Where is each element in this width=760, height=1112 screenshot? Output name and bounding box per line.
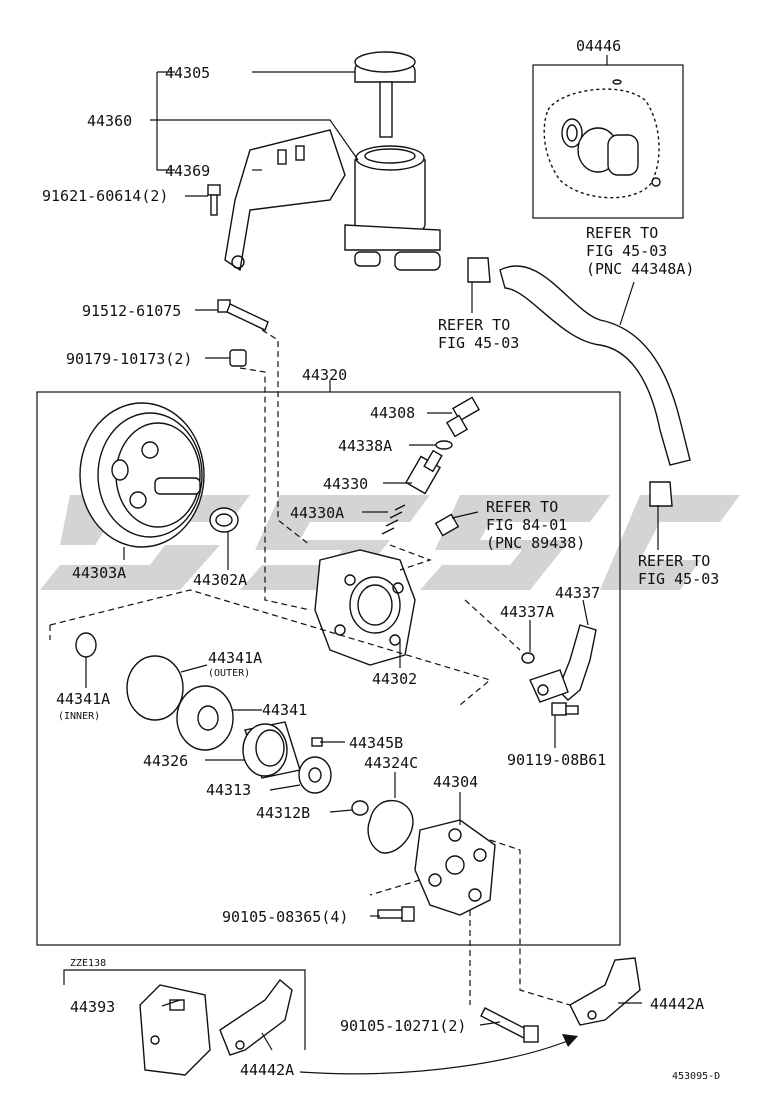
label-44303A: 44303A [72, 564, 126, 582]
label-44360: 44360 [87, 112, 132, 130]
seal-44302A [209, 507, 239, 533]
o-ring-44341A-inner [75, 632, 97, 658]
bracket-44442A-right [569, 957, 641, 1026]
label-44345B: 44345B [349, 734, 403, 752]
reservoir-cap-44305 [354, 51, 416, 138]
label-90119: 90119-08B61 [507, 751, 606, 769]
label-90179: 90179-10173(2) [66, 350, 192, 368]
o-ring-44338A [435, 440, 453, 450]
label-44302: 44302 [372, 670, 417, 688]
label-90105-08365: 90105-08365(4) [222, 908, 348, 926]
label-zze138: ZZE138 [70, 958, 106, 969]
o-ring-44337A [521, 652, 535, 664]
bracket-44393 [139, 984, 211, 1076]
label-44337A: 44337A [500, 603, 554, 621]
o-ring-44312B [351, 800, 369, 816]
label-44313: 44313 [206, 781, 251, 799]
rotor-44313 [298, 756, 332, 794]
label-44341A-inner: 44341A [56, 690, 110, 708]
label-91621: 91621-60614(2) [42, 187, 168, 205]
label-04446: 04446 [576, 37, 621, 55]
label-91512: 91512-61075 [82, 302, 181, 320]
label-90105-10271: 90105-10271(2) [340, 1017, 466, 1035]
label-44442A-left: 44442A [240, 1061, 294, 1079]
note-inner: (INNER) [58, 711, 100, 722]
label-44369: 44369 [165, 162, 210, 180]
bolt-90105-08365 [377, 906, 415, 922]
figure-id: 453095-D [672, 1071, 720, 1082]
connector-44308 [445, 396, 480, 438]
label-44308: 44308 [370, 404, 415, 422]
outlet-union-44337 [529, 624, 597, 703]
hose-clamp-upper [467, 257, 491, 283]
label-44326: 44326 [143, 752, 188, 770]
reservoir-44360 [344, 145, 441, 271]
spring-44330A [381, 504, 406, 535]
gasket-kit-04446 [543, 79, 661, 199]
bolt-91621 [207, 184, 221, 216]
refer-note-4-line-1: REFER TO [638, 552, 710, 570]
label-44337: 44337 [555, 584, 600, 602]
label-44330A: 44330A [290, 504, 344, 522]
refer-note-3-line-1: REFER TO [486, 498, 558, 516]
bolt-90119 [551, 702, 579, 716]
valve-44330 [405, 449, 443, 495]
bolt-90105-10271 [480, 1007, 539, 1043]
part-labels: 44305 44360 44369 91621-60614(2) 04446 9… [42, 37, 720, 1082]
bracket-44369 [224, 129, 346, 272]
gasket-44324C [367, 799, 414, 854]
pulley-44303A [79, 402, 205, 548]
refer-note-2-line-1: REFER TO [438, 316, 510, 334]
refer-note-1-line-3: (PNC 44348A) [586, 260, 694, 278]
label-44341: 44341 [262, 701, 307, 719]
label-44393: 44393 [70, 998, 115, 1016]
rear-housing-44304 [414, 819, 496, 916]
alignment-dashes [49, 329, 571, 1006]
assembly-frame-44320 [36, 391, 621, 946]
label-44341A-outer: 44341A [208, 649, 262, 667]
gasket-kit-frame-04446 [532, 64, 684, 219]
label-44324C: 44324C [364, 754, 418, 772]
flow-arrow [299, 1039, 571, 1075]
label-44330: 44330 [323, 475, 368, 493]
refer-notes: REFER TO FIG 45-03 (PNC 44348A) REFER TO… [438, 224, 719, 588]
cam-ring-44326 [242, 721, 301, 779]
watermark-logo [40, 495, 740, 590]
refer-note-1-line-2: FIG 45-03 [586, 242, 667, 260]
refer-note-3-line-3: (PNC 89438) [486, 534, 585, 552]
label-44338A: 44338A [338, 437, 392, 455]
sensor-89438 [434, 513, 460, 537]
nut-90179 [229, 349, 247, 367]
refer-note-4-line-2: FIG 45-03 [638, 570, 719, 588]
bracket-44442A-left [219, 978, 293, 1056]
label-44312B: 44312B [256, 804, 310, 822]
label-44304: 44304 [433, 773, 478, 791]
note-outer: (OUTER) [208, 668, 250, 679]
side-plate-44341 [176, 685, 234, 751]
label-44320: 44320 [302, 366, 347, 384]
label-44305: 44305 [165, 64, 210, 82]
label-44302A: 44302A [193, 571, 247, 589]
bolt-91512 [217, 299, 269, 331]
leader-lines [85, 71, 659, 1051]
refer-note-3-line-2: FIG 84-01 [486, 516, 567, 534]
return-hose [499, 265, 691, 466]
hose-clamp-lower [649, 481, 673, 507]
refer-note-1-line-1: REFER TO [586, 224, 658, 242]
label-44442A-right: 44442A [650, 995, 704, 1013]
o-ring-44341A-outer [126, 655, 184, 721]
refer-note-2-line-2: FIG 45-03 [438, 334, 519, 352]
